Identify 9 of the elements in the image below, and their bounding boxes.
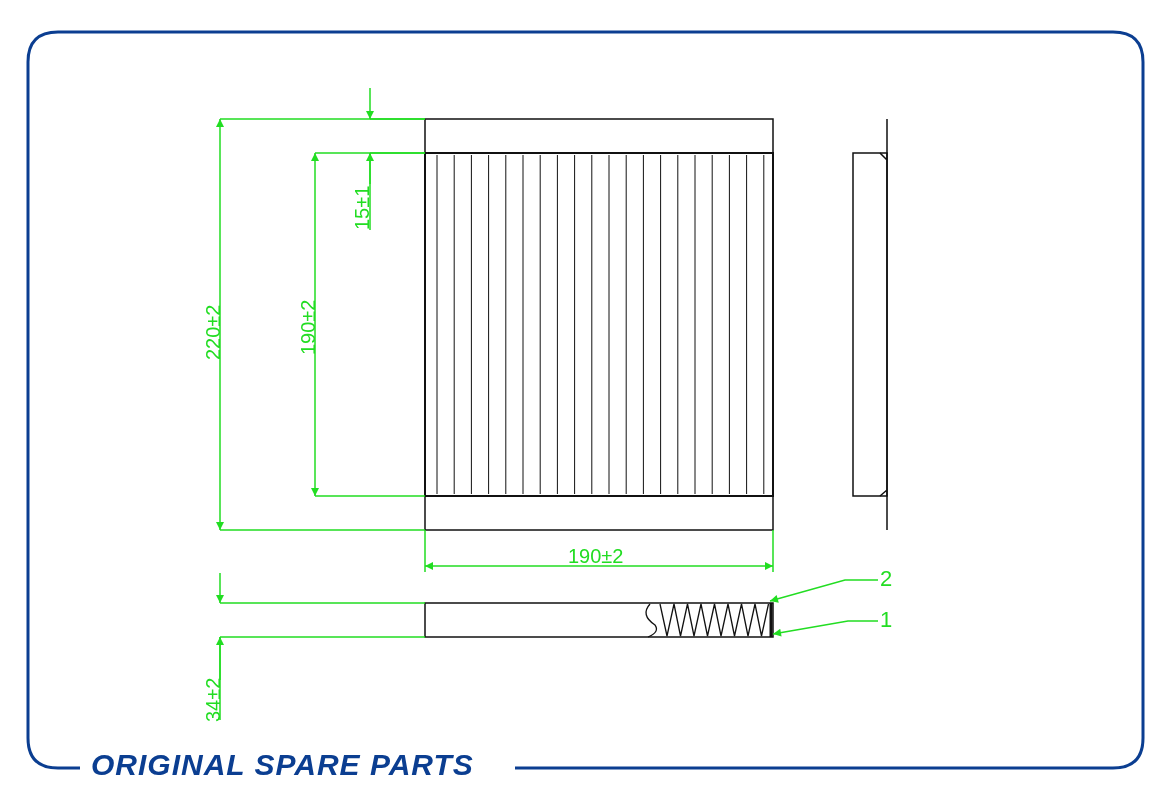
- leader-line: [772, 620, 879, 637]
- dimension-label: 190±2: [568, 546, 624, 566]
- leader-line: [769, 579, 879, 603]
- dimension-label: 220±2: [203, 304, 223, 360]
- callout-number: 1: [880, 610, 893, 630]
- dimension-label: 34±2: [203, 677, 223, 722]
- dimension-label: 190±2: [298, 299, 318, 355]
- callout-number: 2: [880, 569, 893, 589]
- dimension-label: 15±1: [352, 185, 372, 230]
